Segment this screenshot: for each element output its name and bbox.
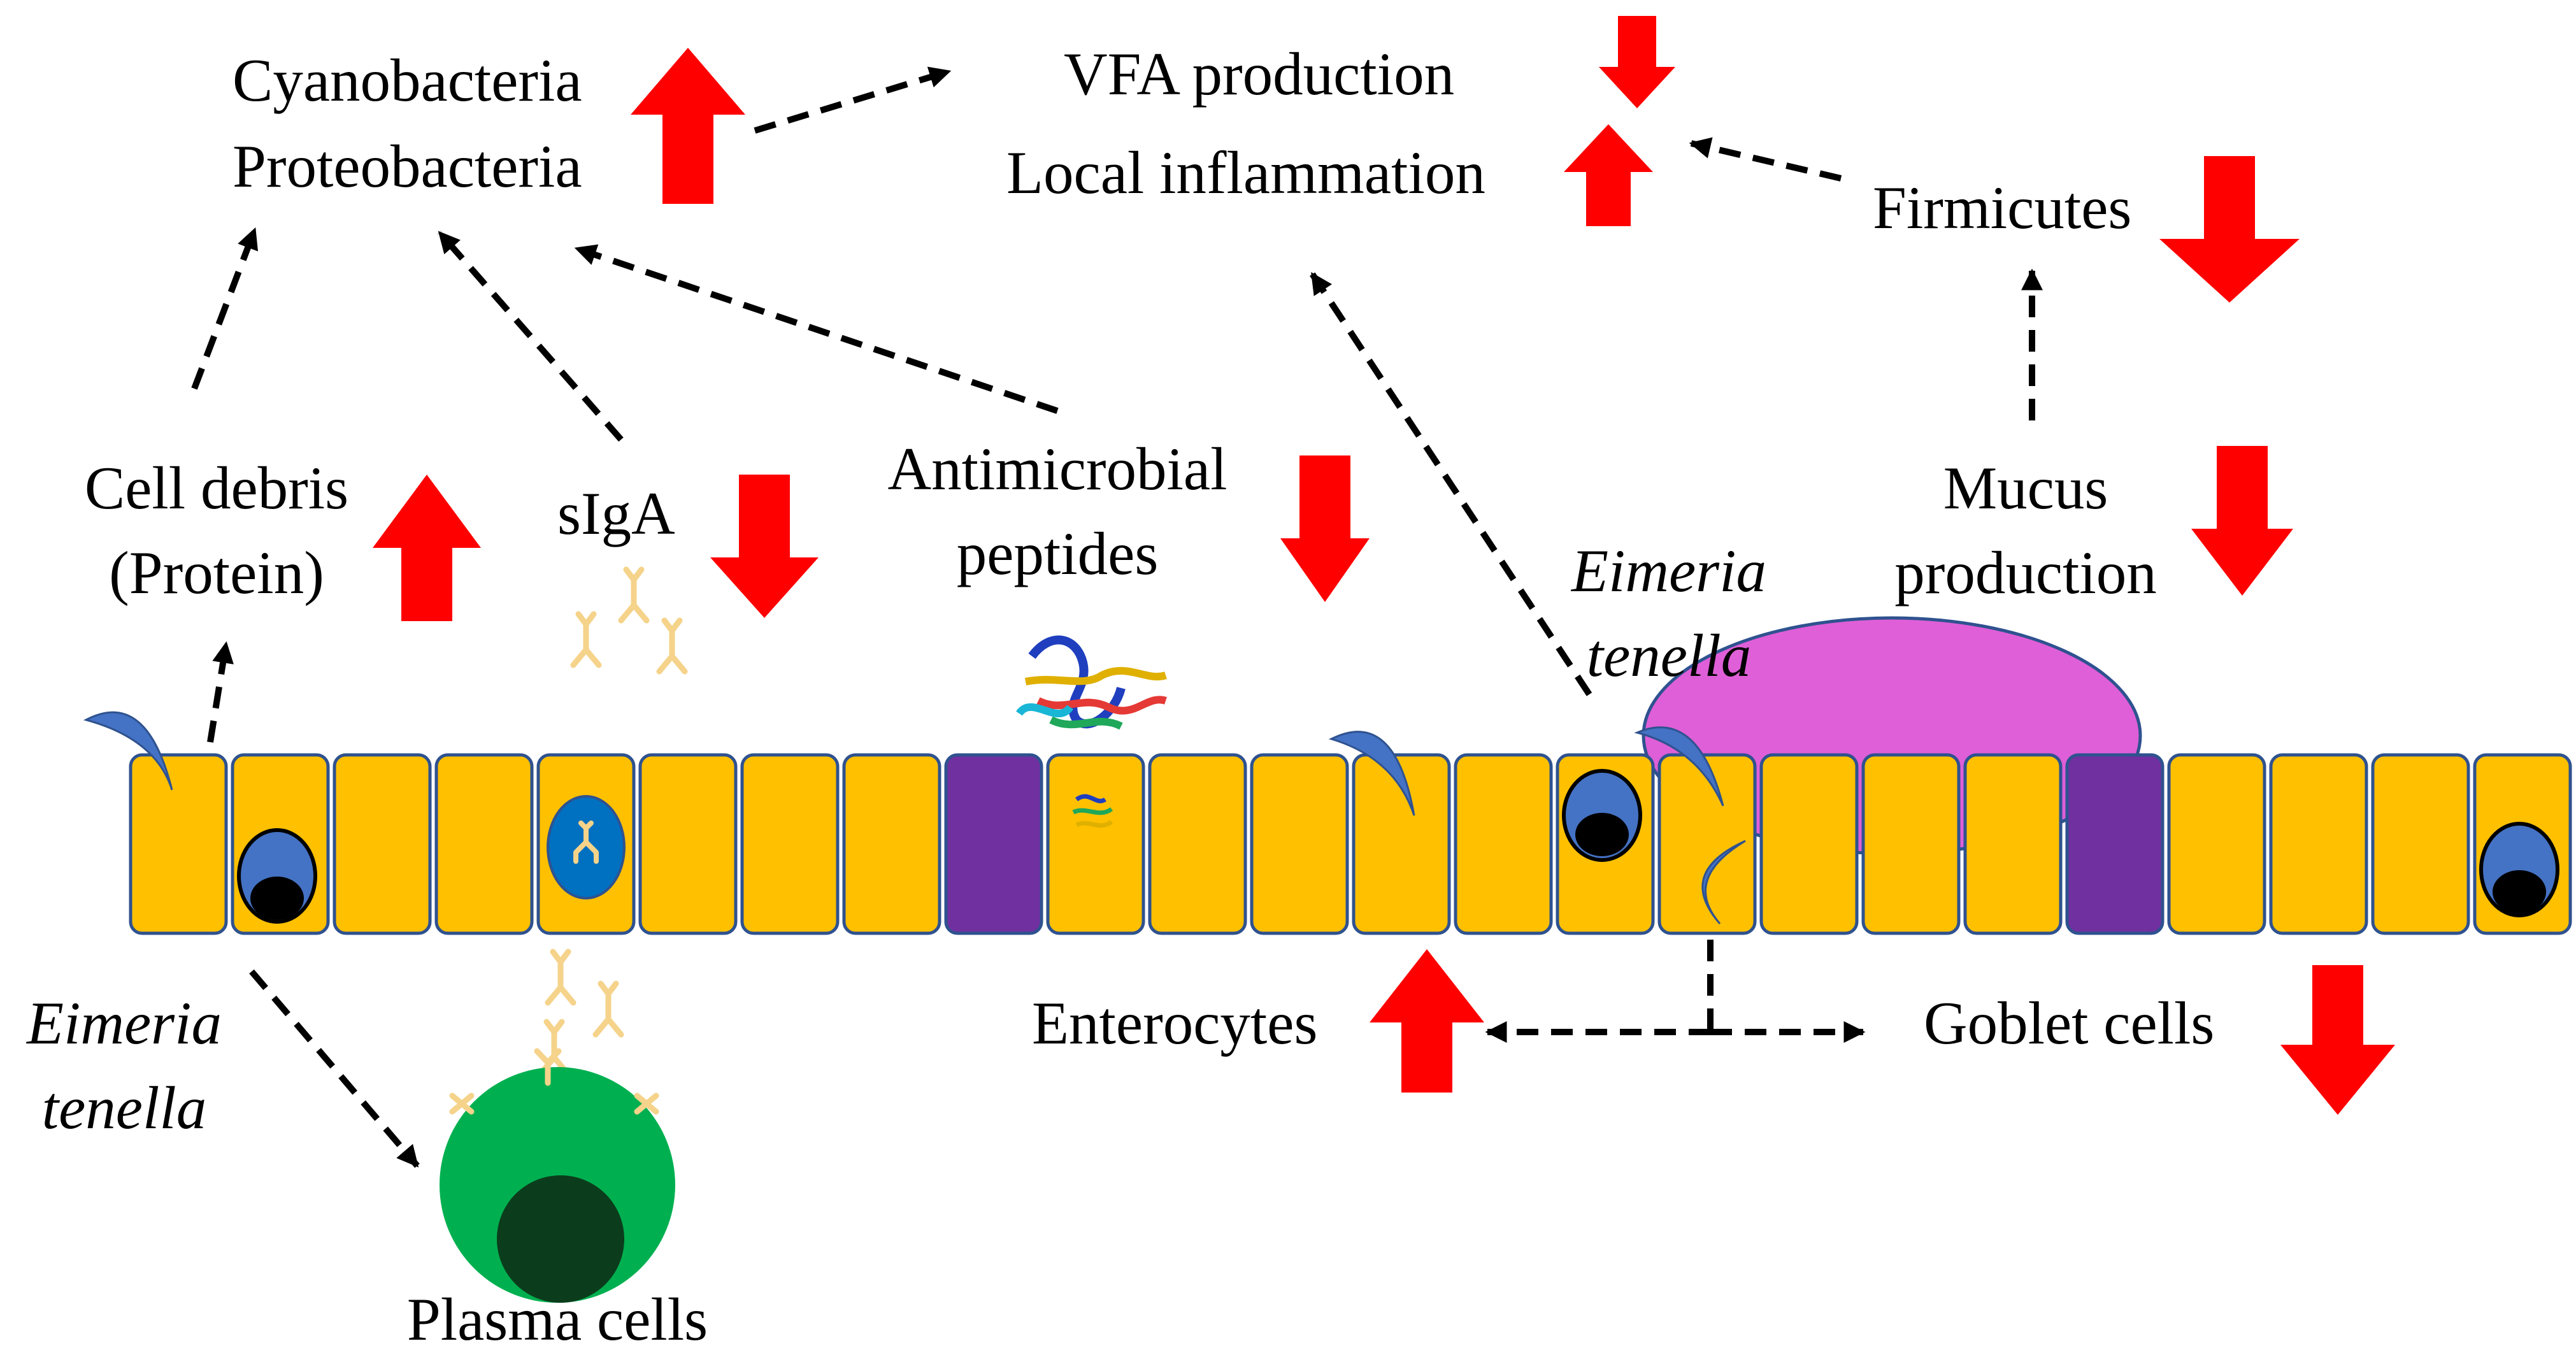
infected-cell-parasite xyxy=(237,828,317,924)
decrease-arrow-icon xyxy=(1280,455,1370,602)
epithelium xyxy=(129,753,2572,935)
enterocyte xyxy=(1861,753,1961,935)
decrease-arrow-icon xyxy=(710,475,819,618)
siga-transcytosis-vesicle xyxy=(547,795,626,900)
goblet-cell xyxy=(944,753,1043,935)
enterocyte xyxy=(2269,753,2368,935)
antimicrobial-peptide-icon xyxy=(1016,635,1167,730)
enterocyte xyxy=(638,753,738,935)
label-mucus-line2: production xyxy=(1894,539,2157,606)
label-cyanobacteria: Cyanobacteria xyxy=(233,47,582,114)
label-amp-line1: Antimicrobial xyxy=(887,435,1227,503)
arrow-bacteria-to-vfa xyxy=(754,66,952,134)
label-cell-debris-line1: Cell debris xyxy=(84,454,349,522)
label-local-inflammation: Local inflammation xyxy=(1006,139,1485,206)
eimeria-sporozoite-icon xyxy=(83,711,173,791)
label-eimeria-left-line1: Eimeria xyxy=(26,989,222,1057)
arrow-eimeria-to-plasma-cell xyxy=(249,969,420,1168)
label-cell-debris: Cell debris (Protein) xyxy=(51,446,382,615)
decrease-arrow-icon xyxy=(2191,446,2293,596)
arrow-eimeria-to-inflammation xyxy=(1309,272,1592,696)
eimeria-sporozoite-icon xyxy=(1634,726,1724,806)
label-eimeria-tenella-top: Eimeria tenella xyxy=(1529,529,1809,698)
enterocyte xyxy=(1352,753,1451,935)
arrow-debris-to-bacteria xyxy=(191,227,259,390)
enterocyte xyxy=(434,753,534,935)
enterocyte xyxy=(740,753,840,935)
decrease-arrow-icon xyxy=(1599,16,1675,108)
label-eimeria-left-line2: tenella xyxy=(41,1074,207,1142)
eimeria-sporozoite-icon xyxy=(1701,840,1746,924)
arrow-infected-cell-to-debris xyxy=(207,641,234,743)
red-arrows xyxy=(373,16,2395,1115)
label-vfa-production: VFA production xyxy=(1064,40,1455,108)
label-mucus-production: Mucus production xyxy=(1835,446,2217,615)
label-siga: sIgA xyxy=(557,480,675,547)
label-enterocytes: Enterocytes xyxy=(1032,989,1318,1057)
arrow-amp-to-bacteria xyxy=(574,244,1059,414)
label-goblet-cells: Goblet cells xyxy=(1924,989,2215,1057)
label-eimeria-top-line1: Eimeria xyxy=(1571,537,1767,605)
eimeria-sporozoite-icon xyxy=(1328,731,1415,816)
plasma-cell-icon xyxy=(440,1048,675,1303)
increase-arrow-icon xyxy=(631,48,745,204)
enterocyte xyxy=(1657,753,1757,935)
enterocyte xyxy=(1148,753,1247,935)
label-proteobacteria: Proteobacteria xyxy=(233,133,582,200)
arrow-siga-to-bacteria xyxy=(437,230,624,442)
enterocyte xyxy=(1046,753,1145,935)
antimicrobial-peptide-icon xyxy=(1072,794,1113,828)
siga-antibody-icon xyxy=(573,570,685,671)
decrease-arrow-icon xyxy=(2280,965,2395,1115)
arrow-firmicutes-to-inflammation xyxy=(1689,137,1842,182)
enterocyte xyxy=(842,753,941,935)
label-mucus-line1: Mucus xyxy=(1943,454,2108,522)
label-eimeria-tenella-left: Eimeria tenella xyxy=(0,981,248,1151)
enterocyte xyxy=(1250,753,1349,935)
enterocyte xyxy=(333,753,432,935)
label-antimicrobial-peptides: Antimicrobial peptides xyxy=(854,427,1261,596)
enterocyte xyxy=(1454,753,1553,935)
increase-arrow-icon xyxy=(373,475,481,621)
goblet-cell xyxy=(2065,753,2165,935)
infected-cell-parasite xyxy=(2479,822,2559,917)
label-eimeria-top-line2: tenella xyxy=(1586,622,1752,689)
label-plasma-cells: Plasma cells xyxy=(406,1286,708,1353)
enterocyte xyxy=(2167,753,2266,935)
label-amp-line2: peptides xyxy=(956,520,1159,587)
enterocyte xyxy=(1759,753,1859,935)
label-cell-debris-line2: (Protein) xyxy=(109,539,324,606)
increase-arrow-icon xyxy=(1370,949,1484,1093)
increase-arrow-icon xyxy=(1564,124,1653,226)
enterocyte xyxy=(2371,753,2470,935)
infected-cell-parasite xyxy=(1562,769,1642,862)
decrease-arrow-icon xyxy=(2159,156,2300,303)
label-firmicutes: Firmicutes xyxy=(1873,174,2132,241)
enterocyte xyxy=(129,753,228,935)
dashed-arrows xyxy=(191,66,2043,1168)
enterocyte xyxy=(1963,753,2063,935)
